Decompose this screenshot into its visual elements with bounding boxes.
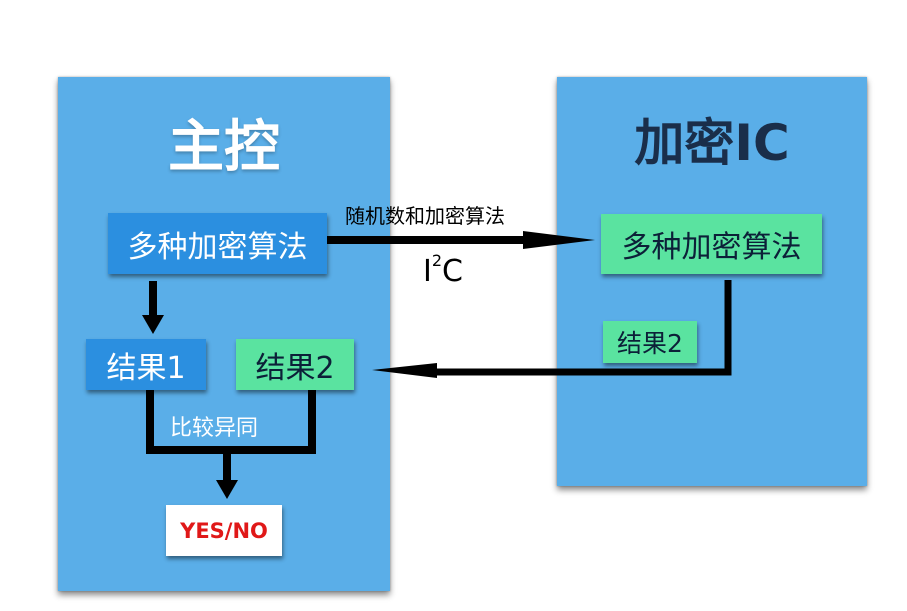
arrow-result2-return <box>372 280 732 378</box>
i2c-bus-label: I2C <box>423 251 463 289</box>
arrow-to-crypto-ic <box>327 231 595 249</box>
main-algorithms-box: 多种加密算法 <box>108 213 327 274</box>
result1-box: 结果1 <box>86 339 206 390</box>
i2c-base: I <box>423 254 432 289</box>
main-controller-title: 主控 <box>168 115 280 180</box>
compare-label: 比较异同 <box>170 416 259 441</box>
i2c-superscript: 2 <box>431 251 443 270</box>
arrow-to-result1 <box>142 281 164 334</box>
crypto-ic-title: 加密IC <box>634 114 790 172</box>
yes-no-output-box: YES/NO <box>166 505 282 556</box>
payload-label: 随机数和加密算法 <box>345 204 505 228</box>
compare-merge-connector <box>146 390 316 499</box>
ic-algorithms-box: 多种加密算法 <box>601 214 822 274</box>
result2-box-ic: 结果2 <box>603 321 697 363</box>
result2-box-main: 结果2 <box>236 339 354 390</box>
crypto-ic-panel <box>557 77 867 486</box>
i2c-tail: C <box>442 254 463 289</box>
